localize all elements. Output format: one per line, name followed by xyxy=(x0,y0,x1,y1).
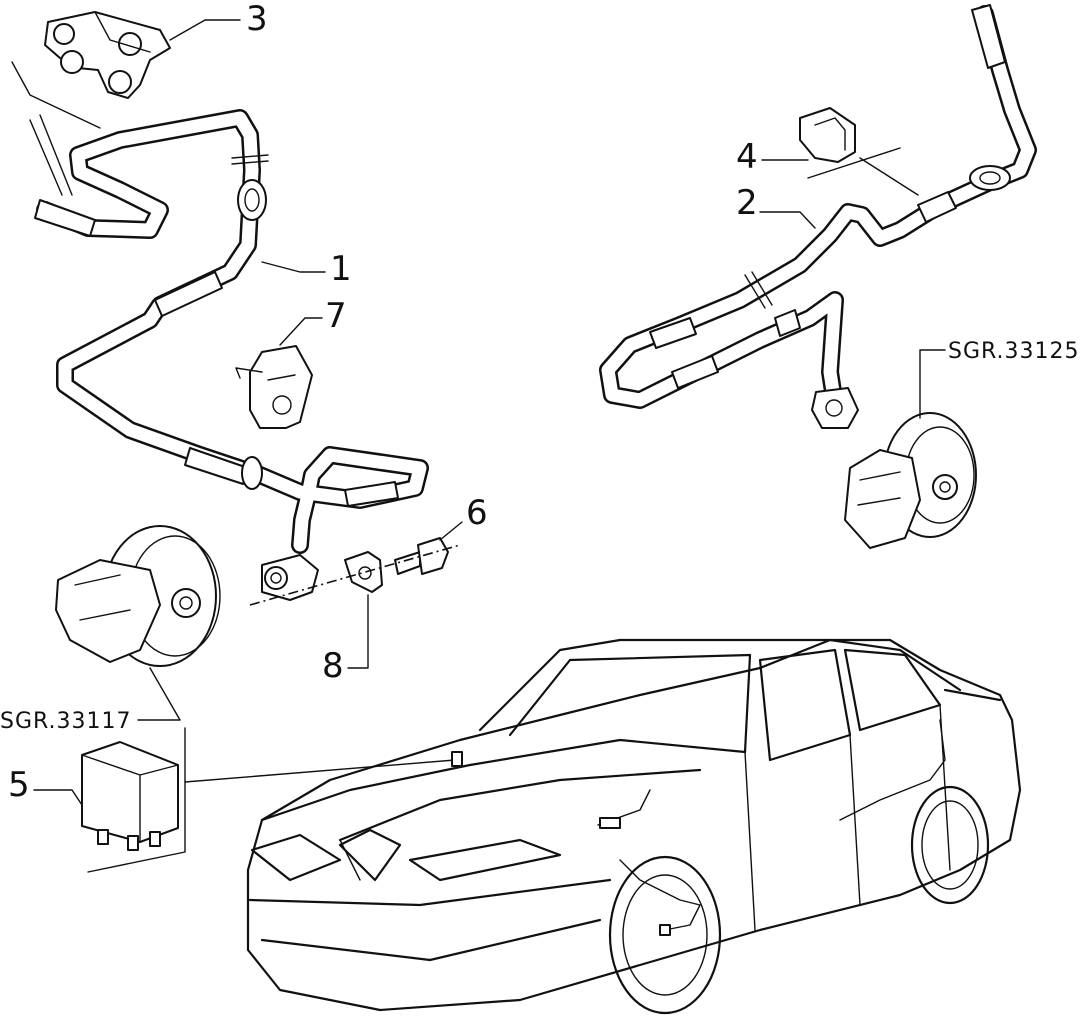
part-1-front-sensor-cable xyxy=(34,109,429,601)
part-8-bracket xyxy=(344,551,383,593)
leader-8 xyxy=(347,594,369,669)
rear-brake-assembly xyxy=(844,412,977,549)
leader-3 xyxy=(169,19,241,41)
leader-2 xyxy=(759,211,816,229)
ref-rear-brake: SGR.33125 xyxy=(948,339,1080,364)
assembly-axis-front xyxy=(249,544,461,606)
front-brake-assembly xyxy=(55,525,221,667)
part-5-relay xyxy=(81,741,179,851)
routing-line-a xyxy=(11,61,101,129)
callout-7: 7 xyxy=(325,296,347,336)
callout-8: 8 xyxy=(322,646,344,686)
callout-6: 6 xyxy=(466,493,488,533)
part-7-retaining-clip xyxy=(235,345,313,429)
car-outline xyxy=(246,638,1022,1015)
leader-5 xyxy=(33,789,83,806)
callout-2: 2 xyxy=(736,183,758,223)
callout-5: 5 xyxy=(8,765,30,805)
leader-rear-ref xyxy=(919,349,946,419)
leader-front-ref-down xyxy=(87,727,186,873)
routing-line-c xyxy=(39,114,73,196)
routing-lines-right xyxy=(807,147,919,196)
callout-3: 3 xyxy=(246,0,268,39)
leader-1 xyxy=(261,261,326,273)
part-2-rear-sensor-cable xyxy=(599,4,1037,429)
routing-line-b xyxy=(29,119,63,196)
leader-7 xyxy=(279,317,323,346)
relay-position-marker xyxy=(451,751,463,767)
ref-front-brake: SGR.33117 xyxy=(0,709,132,734)
part-4-clip xyxy=(799,107,856,163)
part-6-bolt xyxy=(394,537,449,575)
part-3-cable-clip xyxy=(44,11,171,99)
leader-6 xyxy=(439,521,463,541)
leader-front-ref xyxy=(137,667,181,721)
relay-location-line xyxy=(184,759,456,783)
callout-4: 4 xyxy=(736,137,758,177)
callout-1: 1 xyxy=(330,249,352,289)
